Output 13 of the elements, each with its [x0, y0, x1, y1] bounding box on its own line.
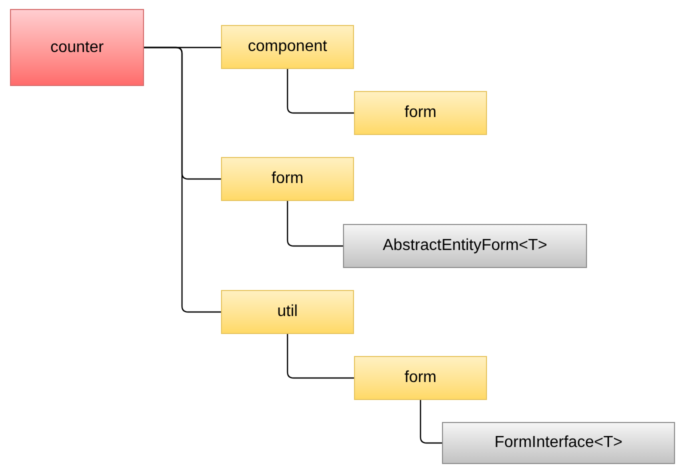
- connector-line: [286, 334, 354, 379]
- connector-line: [144, 46, 221, 313]
- connector-line: [420, 400, 442, 444]
- package-box: form: [354, 91, 487, 135]
- package-box: form: [221, 157, 354, 201]
- connector-line: [286, 201, 343, 247]
- package-box: util: [221, 290, 354, 334]
- package-box: form: [354, 356, 487, 400]
- package-box: component: [221, 25, 354, 69]
- class-box: FormInterface<T>: [442, 422, 675, 464]
- connector-line: [286, 69, 354, 114]
- package-box: counter: [10, 9, 144, 86]
- class-box: AbstractEntityForm<T>: [343, 224, 587, 268]
